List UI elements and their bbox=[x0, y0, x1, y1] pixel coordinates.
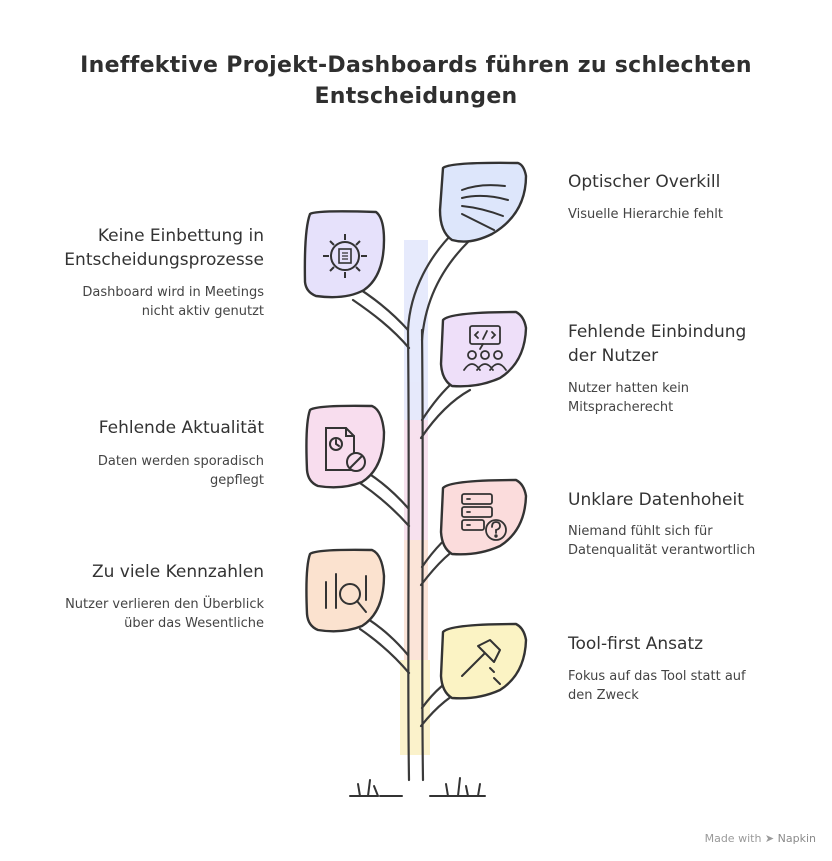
label-unklare-datenhoheit: Unklare Datenhoheit bbox=[568, 490, 744, 510]
desc-fehlende-aktualitaet-line-2: gepflegt bbox=[209, 473, 264, 488]
desc-unklare-datenhoheit-line-2: Datenqualität verantwortlich bbox=[568, 543, 756, 558]
label-fehlende-einbindung-line-1: Fehlende Einbindung bbox=[568, 322, 747, 342]
grass bbox=[349, 777, 486, 797]
label-optischer-overkill: Optischer Overkill bbox=[568, 172, 721, 192]
napkin-logo-icon: ➤ bbox=[764, 832, 775, 845]
desc-fehlende-einbindung: Nutzer hatten kein Mitspracherecht bbox=[568, 379, 689, 417]
gear-document-icon bbox=[323, 234, 367, 278]
leaf-optischer-overkill bbox=[438, 161, 528, 243]
hammer-icon bbox=[461, 639, 501, 685]
footer-credit[interactable]: Made with ➤ Napkin bbox=[705, 832, 816, 845]
leaf-zu-viele-kennzahlen bbox=[305, 548, 386, 633]
desc-zu-viele-kennzahlen: Nutzer verlieren den Überblick über das … bbox=[65, 595, 264, 633]
label-zu-viele-kennzahlen: Zu viele Kennzahlen bbox=[91, 562, 264, 582]
desc-unklare-datenhoheit: Niemand fühlt sich für Datenqualität ver… bbox=[568, 522, 755, 560]
desc-optischer-overkill: Visuelle Hierarchie fehlt bbox=[568, 207, 723, 222]
desc-zu-viele-kennzahlen-line-2: über das Wesentliche bbox=[124, 616, 264, 631]
desc-tool-first-line-2: den Zweck bbox=[568, 688, 639, 703]
desc-fehlende-aktualitaet: Daten werden sporadisch gepflegt bbox=[98, 452, 264, 490]
leaf-fehlende-einbindung bbox=[439, 310, 528, 388]
desc-tool-first: Fokus auf das Tool statt auf den Zweck bbox=[568, 667, 746, 705]
label-fehlende-einbindung: Fehlende Einbindung der Nutzer bbox=[568, 320, 746, 368]
label-fehlende-aktualitaet: Fehlende Aktualität bbox=[98, 418, 264, 438]
label-fehlende-einbindung-line-2: der Nutzer bbox=[568, 346, 659, 366]
desc-tool-first-line-1: Fokus auf das Tool statt auf bbox=[568, 669, 746, 684]
footer-brand: Napkin bbox=[777, 832, 816, 845]
page-title: Ineffektive Projekt-Dashboards führen zu… bbox=[0, 50, 832, 112]
desc-zu-viele-kennzahlen-line-1: Nutzer verlieren den Überblick bbox=[65, 597, 264, 612]
footer-made-with: Made with bbox=[704, 832, 762, 845]
title-line-1: Ineffektive Projekt-Dashboards führen zu… bbox=[80, 53, 752, 78]
users-code-icon bbox=[463, 325, 507, 371]
label-keine-einbettung-line-1: Keine Einbettung in bbox=[97, 226, 264, 246]
leaf-keine-einbettung bbox=[303, 210, 386, 299]
leaf-tool-first bbox=[439, 622, 528, 700]
desc-keine-einbettung: Dashboard wird in Meetings nicht aktiv g… bbox=[82, 283, 264, 321]
label-tool-first: Tool-first Ansatz bbox=[568, 634, 704, 654]
server-question-icon bbox=[461, 493, 507, 541]
desc-unklare-datenhoheit-line-1: Niemand fühlt sich für bbox=[568, 524, 713, 539]
label-keine-einbettung-line-2: Entscheidungsprozesse bbox=[64, 250, 264, 270]
desc-fehlende-einbindung-line-1: Nutzer hatten kein bbox=[568, 381, 690, 396]
desc-fehlende-aktualitaet-line-1: Daten werden sporadisch bbox=[97, 454, 264, 469]
chart-magnifier-icon bbox=[325, 573, 367, 613]
wind-lines-icon bbox=[461, 184, 509, 231]
leaf-unklare-datenhoheit bbox=[439, 478, 528, 556]
desc-keine-einbettung-line-1: Dashboard wird in Meetings bbox=[82, 285, 264, 300]
desc-fehlende-einbindung-line-2: Mitspracherecht bbox=[568, 400, 674, 415]
leaf-fehlende-aktualitaet bbox=[305, 404, 386, 489]
label-keine-einbettung: Keine Einbettung in Entscheidungsprozess… bbox=[64, 224, 264, 272]
desc-keine-einbettung-line-2: nicht aktiv genutzt bbox=[141, 304, 264, 319]
title-line-2: Entscheidungen bbox=[314, 84, 518, 109]
outdated-document-icon bbox=[325, 427, 366, 472]
